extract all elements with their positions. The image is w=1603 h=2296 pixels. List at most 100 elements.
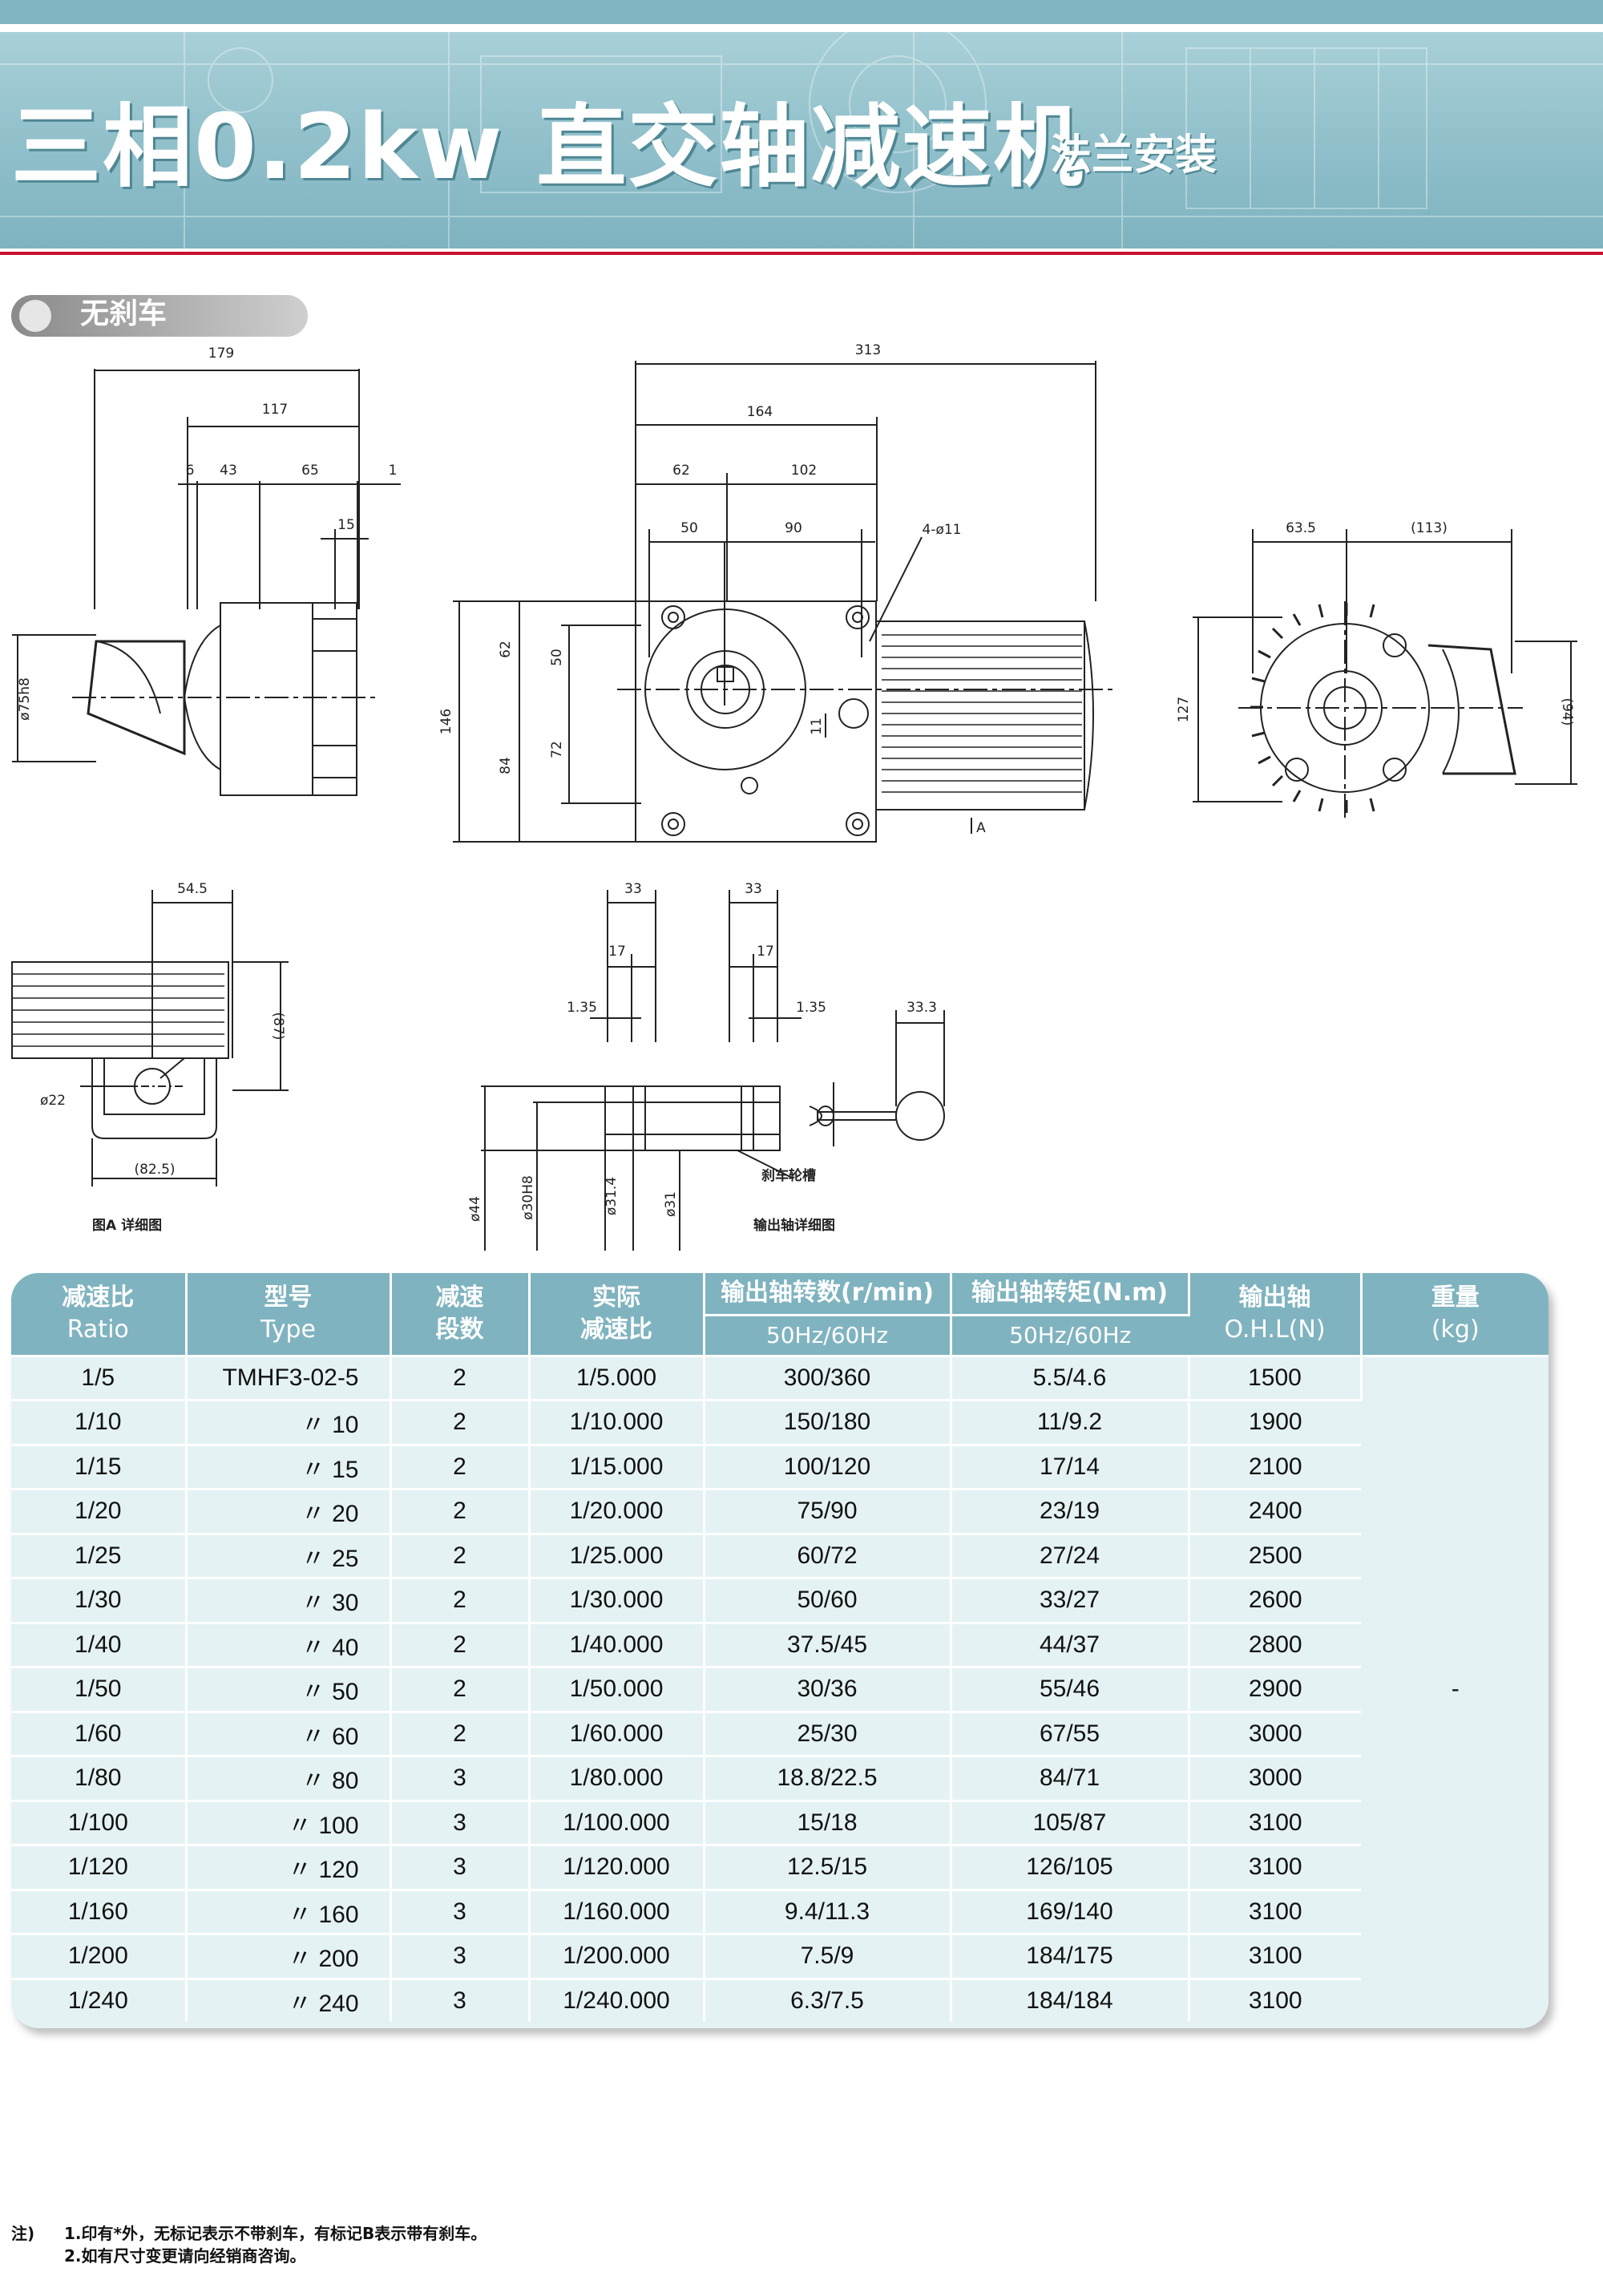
cell-actual: 1/60.000 xyxy=(529,1710,705,1756)
cell-ohl: 2900 xyxy=(1189,1666,1361,1712)
cell-torque: 84/71 xyxy=(951,1755,1190,1801)
detail-a-drawing xyxy=(11,890,289,1186)
cell-type: 〃 20 xyxy=(186,1488,392,1534)
cell-ohl: 2100 xyxy=(1189,1443,1361,1490)
cell-type: 〃 120 xyxy=(186,1844,392,1890)
cell-ohl: 3100 xyxy=(1189,1799,1361,1845)
cell-stages: 3 xyxy=(390,1844,531,1890)
shaft-detail-caption: 输出轴详细图 xyxy=(753,1217,835,1234)
cell-ohl: 3000 xyxy=(1189,1755,1361,1801)
cell-ratio: 1/160 xyxy=(11,1888,188,1934)
section-tab xyxy=(11,295,308,337)
header-banner: 三相0.2kw 直交轴减速机 法兰安装 xyxy=(0,32,1603,249)
cell-stages: 2 xyxy=(390,1532,531,1578)
top-white-gap xyxy=(0,24,1603,32)
dim-102: 102 xyxy=(791,463,817,479)
cell-ohl: 3100 xyxy=(1189,1888,1361,1934)
footnote-1: 1.印有*外，无标记表示不带刹车，有标记B表示带有刹车。 xyxy=(64,2224,487,2243)
dim-17-right: 17 xyxy=(757,944,774,960)
dim-22: ø22 xyxy=(40,1093,66,1109)
cell-ratio: 1/20 xyxy=(11,1488,188,1534)
dim-1: 1 xyxy=(389,463,398,479)
cell-ratio: 1/100 xyxy=(11,1799,188,1845)
header-actual-ratio: 实际减速比 xyxy=(529,1273,705,1356)
cell-speed: 12.5/15 xyxy=(704,1844,952,1890)
header-divider xyxy=(0,252,1603,255)
cell-torque: 11/9.2 xyxy=(951,1399,1190,1445)
dim-30h8: ø30H8 xyxy=(520,1175,536,1220)
cell-speed: 15/18 xyxy=(704,1799,952,1845)
cell-ratio: 1/240 xyxy=(11,1977,188,2022)
cell-type: 〃 25 xyxy=(186,1532,392,1578)
header-weight: 重量(kg) xyxy=(1361,1273,1548,1356)
dim-50-vertical: 50 xyxy=(549,649,565,666)
cell-speed: 100/120 xyxy=(704,1443,952,1490)
dim-127: 127 xyxy=(1176,697,1192,722)
front-view-drawing xyxy=(453,361,1114,843)
dim-62-vertical: 62 xyxy=(498,641,514,658)
end-view-drawing xyxy=(1193,529,1577,818)
cell-stages: 2 xyxy=(390,1399,531,1445)
cell-torque: 169/140 xyxy=(951,1888,1190,1934)
cell-stages: 2 xyxy=(390,1577,531,1623)
cell-ratio: 1/15 xyxy=(11,1443,188,1490)
cell-actual: 1/25.000 xyxy=(529,1532,705,1578)
dim-90: 90 xyxy=(785,520,802,536)
dim-113: (113) xyxy=(1411,520,1448,536)
cell-actual: 1/40.000 xyxy=(529,1621,705,1667)
cell-type: 〃 30 xyxy=(186,1577,392,1623)
dim-17-left: 17 xyxy=(608,944,626,960)
cell-torque: 184/175 xyxy=(951,1933,1190,1979)
dim-82-5: (82.5) xyxy=(134,1162,175,1178)
header-output-speed: 输出轴转数(r/min) xyxy=(704,1273,952,1315)
cell-actual: 1/160.000 xyxy=(529,1888,705,1934)
cell-speed: 150/180 xyxy=(704,1399,952,1445)
cell-speed: 300/360 xyxy=(704,1354,952,1401)
header-torque-sub: 50Hz/60Hz xyxy=(951,1313,1189,1356)
cell-speed: 25/30 xyxy=(704,1710,952,1756)
cell-speed: 18.8/22.5 xyxy=(704,1755,952,1801)
footnote-label: 注) xyxy=(11,2224,35,2243)
cell-ohl: 2500 xyxy=(1189,1532,1361,1578)
cell-type: 〃 160 xyxy=(186,1888,392,1934)
cell-ohl: 3100 xyxy=(1189,1933,1361,1979)
cell-type: 〃 15 xyxy=(186,1443,392,1490)
cell-torque: 126/105 xyxy=(951,1844,1190,1890)
cell-stages: 2 xyxy=(390,1354,531,1401)
brake-groove-label: 刹车轮槽 xyxy=(761,1167,816,1184)
cell-torque: 184/184 xyxy=(951,1977,1190,2022)
cell-torque: 44/37 xyxy=(951,1621,1190,1667)
cell-type: 〃 80 xyxy=(186,1755,392,1801)
cell-ratio: 1/120 xyxy=(11,1844,188,1890)
cell-torque: 17/14 xyxy=(951,1443,1190,1490)
cell-ratio: 1/40 xyxy=(11,1621,188,1667)
cell-stages: 3 xyxy=(390,1888,531,1934)
cell-stages: 3 xyxy=(390,1799,531,1845)
dim-43: 43 xyxy=(220,463,237,479)
cell-type: 〃 100 xyxy=(186,1799,392,1845)
dim-313: 313 xyxy=(855,342,881,358)
header-output-torque: 输出轴转矩(N.m) xyxy=(951,1273,1190,1315)
cell-torque: 23/19 xyxy=(951,1488,1190,1534)
dim-4x11: 4-ø11 xyxy=(923,522,962,538)
cell-ohl: 2400 xyxy=(1189,1488,1361,1534)
cell-ratio: 1/50 xyxy=(11,1666,188,1712)
top-accent-strip xyxy=(0,0,1603,24)
page-subtitle: 法兰安装 xyxy=(1050,131,1217,180)
dim-75h8: ø75h8 xyxy=(17,677,33,721)
cell-actual: 1/100.000 xyxy=(529,1799,705,1845)
dim-6: 6 xyxy=(186,463,195,479)
page-title: 三相0.2kw 直交轴减速机 xyxy=(11,95,1085,200)
cell-ratio: 1/80 xyxy=(11,1755,188,1801)
cell-ratio: 1/5 xyxy=(11,1354,188,1401)
cell-actual: 1/120.000 xyxy=(529,1844,705,1890)
